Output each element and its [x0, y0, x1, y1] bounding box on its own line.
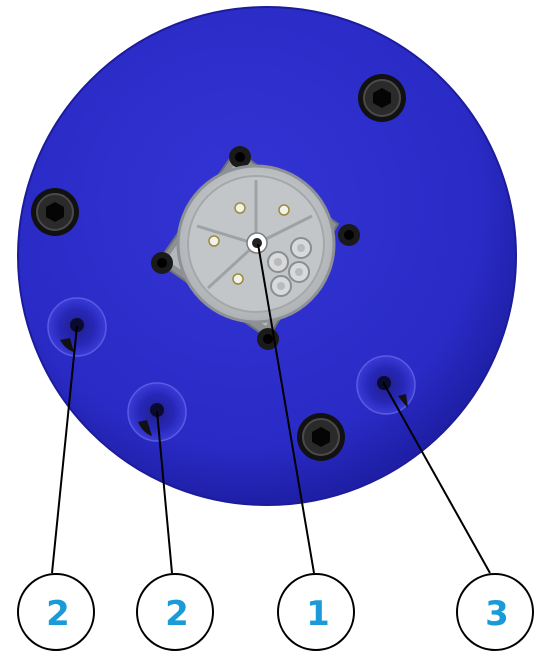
hex-socket-screw-icon [297, 413, 345, 461]
right-hole [357, 356, 415, 414]
callout-number: 2 [165, 594, 189, 634]
callout-number: 3 [485, 594, 509, 634]
callout-number: 2 [46, 594, 70, 634]
callout-number: 1 [306, 594, 330, 634]
hex-socket-screw-icon [31, 188, 79, 236]
hex-socket-screw-icon [358, 74, 406, 122]
